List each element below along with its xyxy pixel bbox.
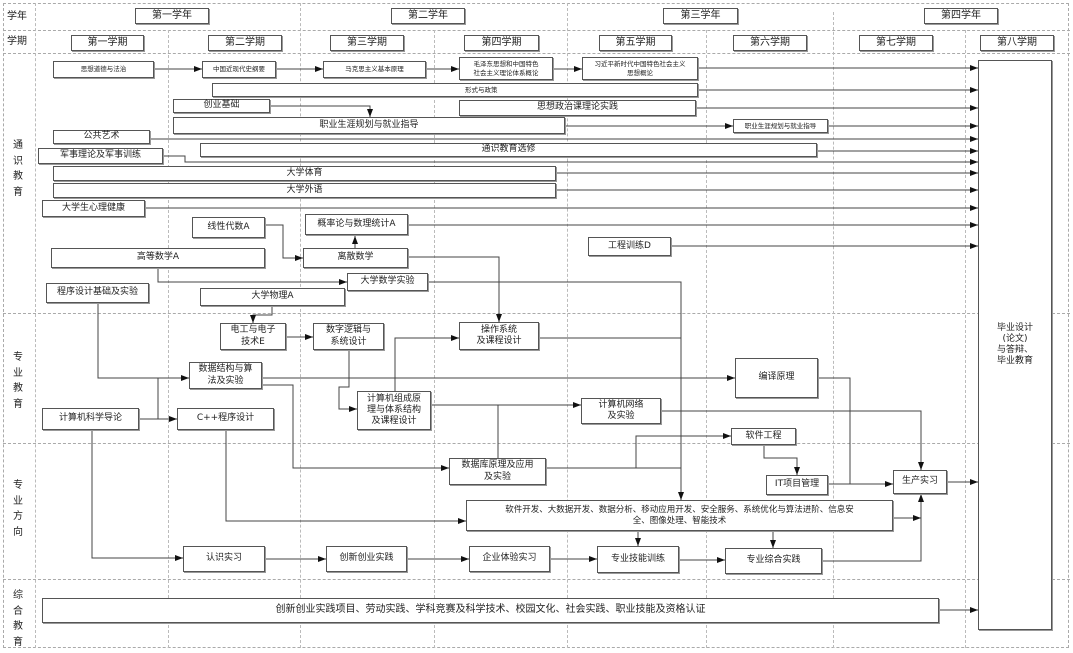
- course-box: 编译原理: [735, 358, 818, 398]
- divider: [168, 30, 169, 648]
- divider: [300, 3, 301, 648]
- course-box: 生产实习: [893, 470, 947, 494]
- course-box: 操作系统 及课程设计: [459, 322, 539, 350]
- term-5: 第五学期: [599, 35, 672, 51]
- course-box: 通识教育选修: [200, 143, 817, 157]
- divider: [567, 3, 568, 648]
- course-box: 毛泽东思想和中国特色 社会主义理论体系概论: [459, 57, 553, 80]
- course-box: 创业基础: [173, 99, 270, 113]
- term-2: 第二学期: [208, 35, 282, 51]
- course-box: 公共艺术: [53, 130, 150, 144]
- course-box: 思想政治课理论实践: [459, 100, 696, 116]
- course-box: 专业综合实践: [725, 548, 822, 574]
- course-box: 专业技能训练: [597, 546, 679, 573]
- year-4: 第四学年: [924, 8, 998, 24]
- course-box: 大学体育: [53, 166, 556, 181]
- divider: [706, 30, 707, 648]
- course-box: 大学生心理健康: [42, 200, 145, 217]
- section-major: 专 业 教 育: [13, 352, 23, 410]
- term-row-label: 学期: [7, 36, 27, 47]
- year-2: 第二学年: [391, 8, 465, 24]
- diagram-frame: [3, 3, 1069, 648]
- course-box: IT项目管理: [766, 475, 828, 495]
- course-box: 数字逻辑与 系统设计: [313, 323, 384, 350]
- section-direction: 专 业 方 向: [13, 480, 23, 538]
- course-box: 企业体验实习: [469, 546, 550, 572]
- course-box: 马克思主义基本原理: [323, 61, 426, 78]
- course-box: 形式与政策: [212, 83, 698, 97]
- course-box: 中国近现代史纲要: [202, 61, 276, 78]
- course-box: 数据结构与算 法及实验: [189, 362, 262, 389]
- term-7: 第七学期: [859, 35, 933, 51]
- course-box: 程序设计基础及实验: [46, 283, 149, 303]
- section-comprehensive: 综 合 教 育: [13, 590, 23, 648]
- course-box: 线性代数A: [192, 217, 265, 238]
- course-box: 计算机组成原 理与体系结构 及课程设计: [357, 391, 431, 430]
- course-box: 概率论与数理统计A: [305, 214, 408, 235]
- divider: [833, 12, 834, 648]
- course-box: 高等数学A: [51, 248, 265, 268]
- divider: [434, 30, 435, 648]
- course-box: 工程训练D: [588, 237, 671, 256]
- year-1: 第一学年: [135, 8, 209, 24]
- course-box: 软件工程: [731, 428, 796, 445]
- divider: [3, 443, 1070, 444]
- course-box: 离散数学: [303, 248, 408, 268]
- course-box: 创新创业实践: [326, 546, 407, 572]
- divider: [35, 3, 36, 648]
- course-box: 计算机网络 及实验: [581, 398, 661, 424]
- course-box: 认识实习: [183, 546, 265, 572]
- term-4: 第四学期: [464, 35, 539, 51]
- course-box: 电工与电子 技术E: [220, 323, 286, 350]
- course-box: 计算机科学导论: [42, 408, 139, 430]
- course-box: 大学外语: [53, 183, 556, 198]
- course-box: 思想道德与法治: [53, 61, 154, 78]
- course-box: 职业生涯规划与就业指导: [733, 119, 828, 133]
- course-box: 大学物理A: [200, 288, 345, 306]
- divider: [3, 53, 1070, 54]
- divider: [3, 30, 1070, 31]
- course-box: 数据库原理及应用 及实验: [449, 458, 546, 485]
- direction-tracks-box: 软件开发、大数据开发、数据分析、移动应用开发、安全服务、系统优化与算法进阶、信息…: [466, 500, 893, 531]
- course-box: 军事理论及军事训练: [38, 148, 163, 164]
- course-box: C++程序设计: [177, 408, 274, 430]
- divider: [3, 313, 1070, 314]
- section-general: 通 识 教 育: [13, 140, 23, 198]
- divider: [3, 579, 1070, 580]
- term-3: 第三学期: [330, 35, 404, 51]
- graduation-project-box: 毕业设计 (论文) 与答辩、 毕业教育: [978, 60, 1052, 630]
- comprehensive-education-box: 创新创业实践项目、劳动实践、学科竞赛及科学技术、校园文化、社会实践、职业技能及资…: [42, 598, 939, 623]
- term-1: 第一学期: [71, 35, 144, 51]
- course-box: 大学数学实验: [347, 273, 428, 291]
- year-row-label: 学年: [7, 11, 27, 22]
- divider: [965, 30, 966, 648]
- term-6: 第六学期: [733, 35, 807, 51]
- course-box: 职业生涯规划与就业指导: [173, 117, 565, 134]
- term-8: 第八学期: [980, 35, 1054, 51]
- course-box: 习近平新时代中国特色社会主义 思想概论: [582, 57, 698, 80]
- year-3: 第三学年: [663, 8, 738, 24]
